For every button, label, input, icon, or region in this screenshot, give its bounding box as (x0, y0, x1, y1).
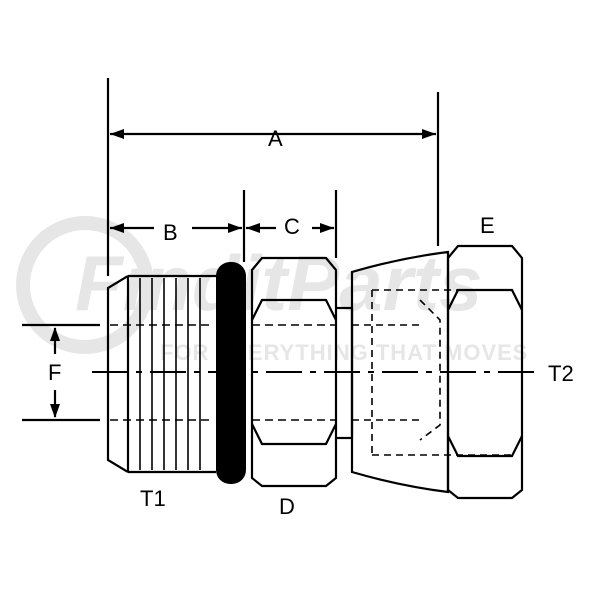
thread-chamfer (106, 275, 129, 473)
label-a: A (268, 126, 283, 151)
arrow-f-top (50, 327, 60, 341)
label-e: E (480, 213, 495, 238)
label-t1: T1 (140, 486, 166, 511)
watermark-logo-ring (16, 216, 154, 354)
label-c: C (284, 214, 300, 239)
arrow-b-left (110, 223, 124, 233)
swivel-hidden-lines (352, 289, 512, 456)
hex-d-flat-bottom (251, 423, 337, 446)
label-d: D (279, 494, 295, 519)
watermark: FinditParts FOR EVERYTHING THAT MOVES (16, 216, 528, 365)
arrow-a-right (422, 129, 436, 139)
label-t2: T2 (548, 361, 574, 386)
watermark-brand: FinditParts (75, 239, 482, 327)
arrow-a-left (110, 129, 124, 139)
hex-d-flat-top (251, 298, 337, 321)
swivel-body (350, 250, 450, 494)
hex-e-outline (446, 244, 524, 500)
watermark-tagline: FOR EVERYTHING THAT MOVES (160, 340, 528, 365)
hex-e-flat-bottom (447, 435, 523, 458)
label-b: B (163, 220, 178, 245)
arrow-b-right (228, 223, 242, 233)
o-ring (216, 262, 246, 484)
arrow-c-left (246, 223, 260, 233)
hex-d-outline (250, 256, 338, 488)
arrowheads (50, 129, 436, 418)
thread-crests (139, 278, 201, 470)
arrow-f-bottom (50, 404, 60, 418)
label-f: F (48, 360, 61, 385)
arrow-c-right (320, 223, 334, 233)
hex-e-flat-top (447, 288, 523, 311)
